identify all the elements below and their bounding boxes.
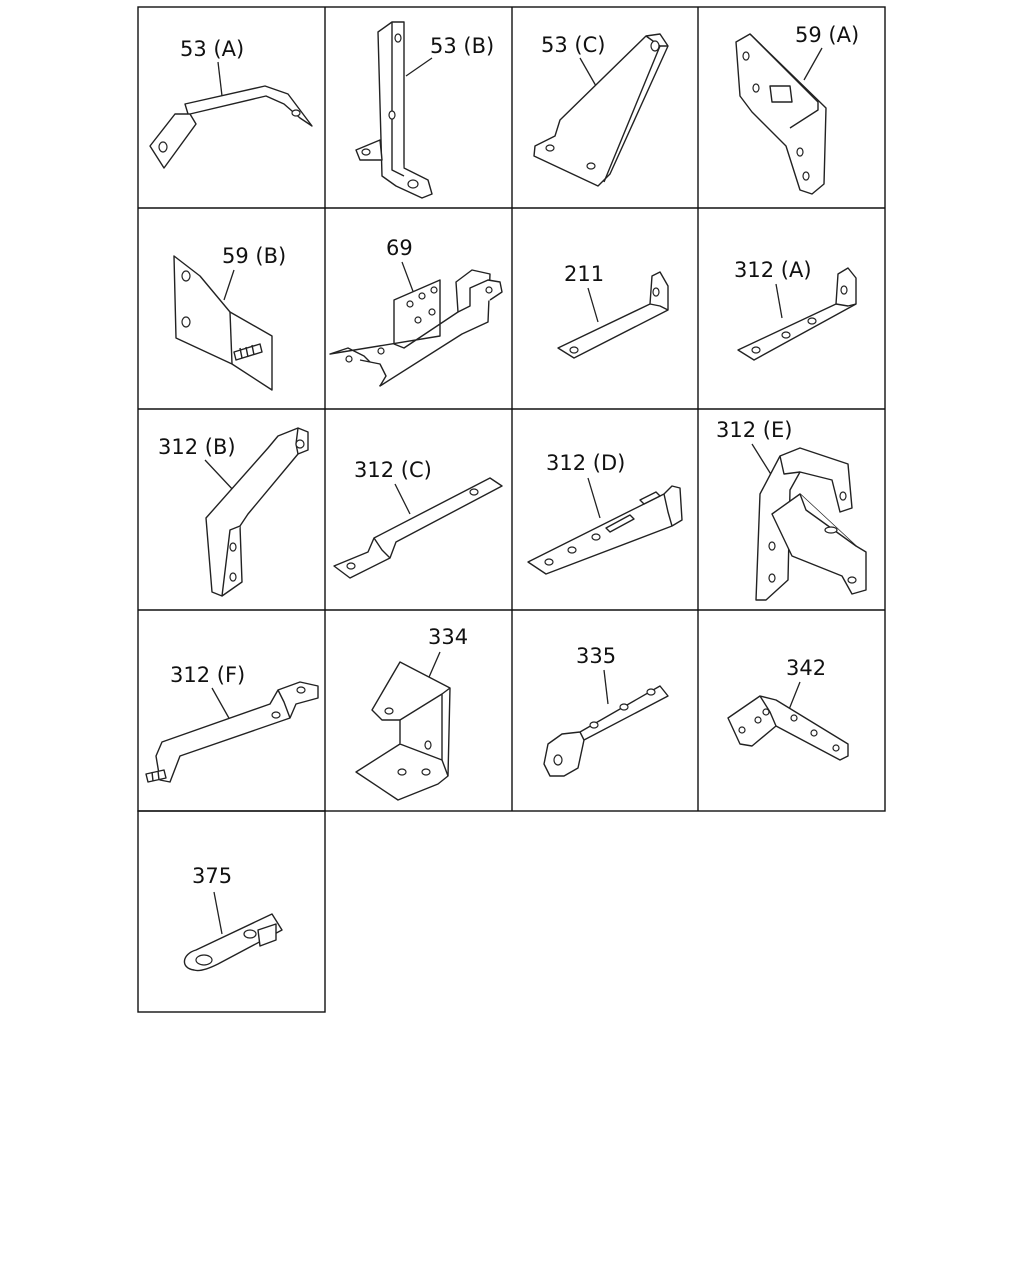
part-342-drawing: [727, 695, 849, 761]
part-label-59-b: 59 (B): [222, 244, 286, 268]
cell-334: 334: [355, 625, 468, 801]
part-label-312-d: 312 (D): [546, 451, 625, 475]
cell-312-c: 312 (C): [333, 458, 503, 579]
part-label-312-c: 312 (C): [354, 458, 432, 482]
part-53-c-drawing: [533, 33, 669, 187]
part-label-312-e: 312 (E): [716, 418, 792, 442]
part-312-c-drawing: [333, 477, 503, 579]
part-312-e-drawing: [755, 447, 867, 601]
cell-69: 69: [329, 236, 503, 387]
part-label-335: 335: [576, 644, 616, 668]
part-375-drawing: [183, 913, 283, 972]
cell-342: 342: [727, 656, 849, 761]
cell-59-a: 59 (A): [735, 23, 859, 195]
cell-211: 211: [557, 262, 669, 359]
part-label-53-c: 53 (C): [541, 33, 605, 57]
cell-53-a: 53 (A): [149, 37, 313, 169]
cell-312-e: 312 (E): [716, 418, 867, 601]
part-312-f-drawing: [145, 681, 319, 783]
part-335-drawing: [543, 685, 669, 777]
cell-312-b: 312 (B): [158, 427, 309, 597]
part-53-b-drawing: [355, 21, 433, 199]
part-label-53-b: 53 (B): [430, 34, 494, 58]
cell-312-d: 312 (D): [527, 451, 683, 575]
cell-59-b: 59 (B): [173, 244, 286, 391]
part-312-d-drawing: [527, 485, 683, 575]
part-69-drawing: [329, 269, 503, 387]
part-53-a-drawing: [149, 85, 313, 169]
part-label-312-f: 312 (F): [170, 663, 245, 687]
part-334-drawing: [355, 661, 451, 801]
cell-335: 335: [543, 644, 669, 777]
part-label-334: 334: [428, 625, 468, 649]
part-label-342: 342: [786, 656, 826, 680]
part-312-a-drawing: [737, 267, 857, 361]
part-312-b-drawing: [205, 427, 309, 597]
part-label-312-b: 312 (B): [158, 435, 236, 459]
part-label-59-a: 59 (A): [795, 23, 859, 47]
part-label-69: 69: [386, 236, 413, 260]
cell-312-f: 312 (F): [145, 663, 319, 783]
parts-grid: [137, 6, 886, 1013]
part-59-b-drawing: [173, 255, 273, 391]
cell-312-a: 312 (A): [734, 258, 857, 361]
cell-53-b: 53 (B): [355, 21, 494, 199]
part-211-drawing: [557, 271, 669, 359]
part-label-211: 211: [564, 262, 604, 286]
part-label-375: 375: [192, 864, 232, 888]
cell-53-c: 53 (C): [533, 33, 669, 187]
part-59-a-drawing: [735, 33, 827, 195]
part-label-312-a: 312 (A): [734, 258, 812, 282]
cell-375: 375: [183, 864, 283, 972]
part-label-53-a: 53 (A): [180, 37, 244, 61]
